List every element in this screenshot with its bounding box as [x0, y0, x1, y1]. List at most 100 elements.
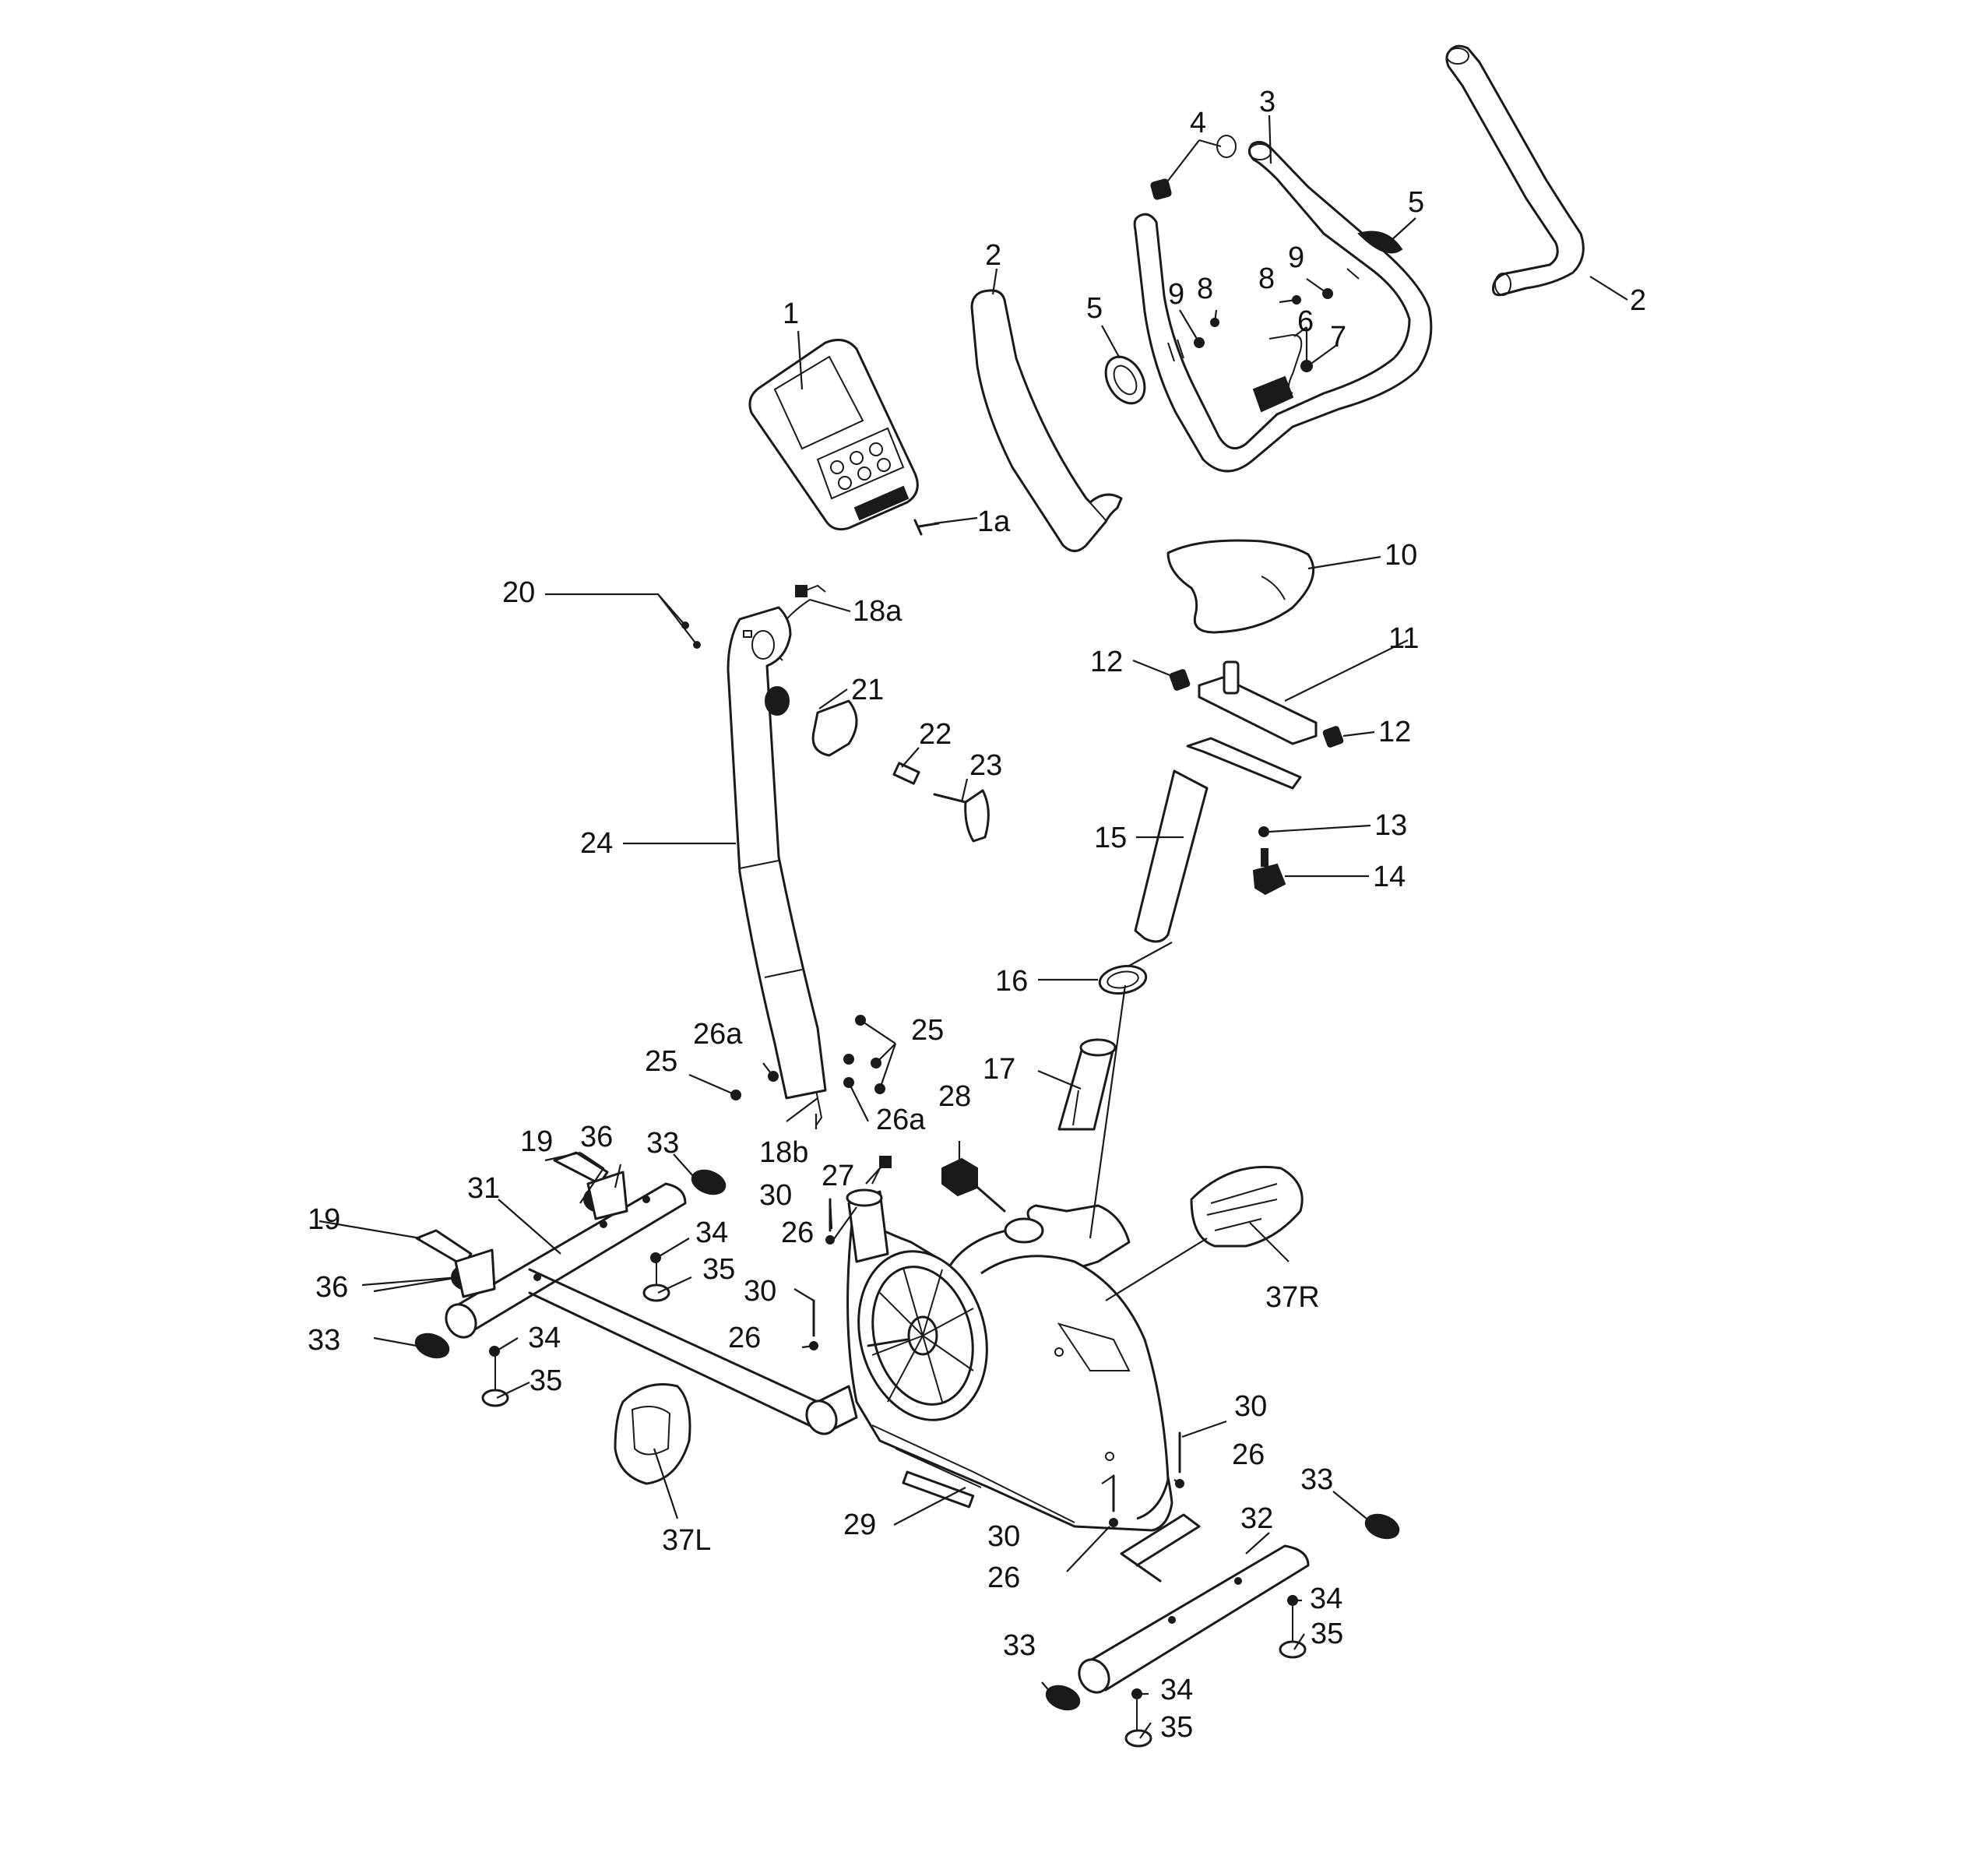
callout-12-right: 12 — [1378, 716, 1411, 748]
bushing-ring-part-16 — [1098, 964, 1148, 995]
callout-37L: 37L — [662, 1524, 711, 1557]
saddle-part-10 — [1166, 539, 1315, 634]
slider-cap-left-part-12 — [1169, 669, 1191, 691]
callout-35-b: 35 — [530, 1364, 562, 1397]
callout-2-right: 2 — [1630, 284, 1646, 317]
knob-part-14 — [1252, 848, 1286, 896]
leveler-a-part-34-35 — [642, 1252, 670, 1302]
callout-35-c: 35 — [1311, 1618, 1343, 1650]
callout-26-a: 26 — [781, 1216, 814, 1249]
callout-35-a: 35 — [702, 1253, 735, 1286]
callout-33-d: 33 — [1003, 1629, 1036, 1662]
callout-16: 16 — [995, 965, 1028, 998]
pedal-left-part-37L — [614, 1383, 691, 1485]
seat-tube-housing — [1004, 1217, 1044, 1244]
front-post-part-24 — [727, 606, 827, 1100]
sensor-wire-part-27 — [846, 1156, 892, 1263]
callout-31: 31 — [467, 1172, 500, 1205]
callout-33-c: 33 — [1300, 1463, 1333, 1496]
callout-22: 22 — [919, 718, 952, 751]
seat-slider-part-11 — [1198, 660, 1318, 745]
callout-24: 24 — [580, 827, 613, 860]
callout-12-left: 12 — [1090, 646, 1123, 678]
main-handlebar-part-3 — [1133, 140, 1433, 473]
end-cap-d-part-33 — [1045, 1685, 1081, 1711]
callout-18a: 18a — [853, 595, 903, 628]
end-cap-part-4 — [1150, 135, 1237, 200]
front-stabilizer-part-32 — [1078, 1513, 1310, 1694]
callout-3: 3 — [1259, 86, 1275, 118]
callout-4: 4 — [1190, 107, 1206, 139]
pulse-sensor-wire-part-6 — [1268, 333, 1303, 394]
callout-28: 28 — [938, 1080, 971, 1113]
callout-26a-left: 26a — [693, 1018, 743, 1051]
callout-30-b: 30 — [744, 1275, 776, 1308]
callout-10: 10 — [1385, 539, 1417, 572]
transport-wheel-lower-part-19-36 — [415, 1229, 496, 1298]
callout-17: 17 — [983, 1053, 1015, 1086]
sensor-cable-part-18b — [815, 1090, 823, 1126]
slider-cap-right-part-12 — [1322, 726, 1344, 748]
spacer-part-22 — [892, 762, 920, 785]
pedal-right-part-37R — [1190, 1165, 1304, 1248]
callout-27: 27 — [822, 1160, 854, 1192]
callout-26a-right: 26a — [876, 1104, 926, 1136]
washer-part-13 — [1258, 826, 1269, 837]
handlebar-tube-left-part-2 — [970, 289, 1123, 552]
transport-wheel-upper-part-19-36 — [553, 1151, 628, 1220]
console-part-1 — [748, 338, 940, 536]
callout-34-c: 34 — [1310, 1583, 1342, 1615]
callout-29: 29 — [843, 1509, 876, 1541]
leveler-c-part-34-35 — [1279, 1595, 1307, 1659]
callout-8-right: 8 — [1258, 262, 1275, 295]
callout-30-a: 30 — [759, 1179, 792, 1212]
leader-lines — [318, 114, 1628, 1739]
washers-part-26a — [768, 1054, 854, 1088]
bushing-part-21 — [765, 686, 858, 757]
callout-13: 13 — [1374, 809, 1407, 842]
callout-8-left: 8 — [1197, 273, 1213, 305]
callout-5-right: 5 — [1408, 186, 1424, 219]
callout-2-left: 2 — [985, 239, 1001, 272]
callout-26-c: 26 — [1232, 1438, 1265, 1471]
callout-30-c: 30 — [1234, 1390, 1267, 1423]
callout-20: 20 — [502, 576, 535, 609]
gasket-right-part-5 — [1357, 231, 1403, 254]
leveler-b-part-34-35 — [481, 1346, 509, 1407]
callout-1: 1 — [783, 298, 799, 330]
callout-26-d: 26 — [987, 1561, 1020, 1594]
end-cap-b-part-33 — [414, 1333, 450, 1359]
callout-21: 21 — [851, 674, 884, 706]
callout-18b: 18b — [759, 1136, 808, 1169]
callout-15: 15 — [1094, 822, 1127, 854]
callout-36-lower: 36 — [315, 1271, 348, 1304]
callout-11: 11 — [1388, 622, 1419, 655]
callout-25-left: 25 — [645, 1045, 677, 1078]
callout-14: 14 — [1373, 861, 1406, 893]
callout-26-b: 26 — [728, 1322, 761, 1354]
callout-19-lower: 19 — [308, 1203, 340, 1236]
seat-post-part-15 — [1134, 737, 1302, 943]
end-cap-a-part-33 — [691, 1169, 727, 1195]
seat-sleeve-part-17 — [1057, 1038, 1117, 1131]
rear-stabilizer-part-31 — [445, 1182, 858, 1435]
callout-23: 23 — [969, 749, 1002, 782]
callout-35-d: 35 — [1160, 1711, 1193, 1744]
callout-labels: 1 1a 2 2 3 4 5 5 6 7 8 8 9 9 10 11 12 12… — [308, 86, 1646, 1744]
callout-34-a: 34 — [695, 1216, 728, 1249]
callout-5-left: 5 — [1086, 292, 1103, 325]
handlebar-tube-right-part-2 — [1445, 44, 1585, 297]
tension-knob-part-28 — [941, 1157, 1006, 1213]
callout-1a: 1a — [977, 505, 1011, 538]
end-cap-c-part-33 — [1364, 1513, 1400, 1540]
callout-7: 7 — [1330, 321, 1346, 354]
callout-19-upper: 19 — [520, 1125, 553, 1158]
callout-30-d: 30 — [987, 1520, 1020, 1553]
callout-34-d: 34 — [1160, 1674, 1193, 1706]
callout-37R: 37R — [1265, 1281, 1320, 1314]
callout-33-b: 33 — [308, 1324, 340, 1357]
flywheel — [857, 1250, 988, 1421]
callout-25-right: 25 — [911, 1014, 944, 1047]
tension-knob-part-23 — [933, 789, 990, 843]
